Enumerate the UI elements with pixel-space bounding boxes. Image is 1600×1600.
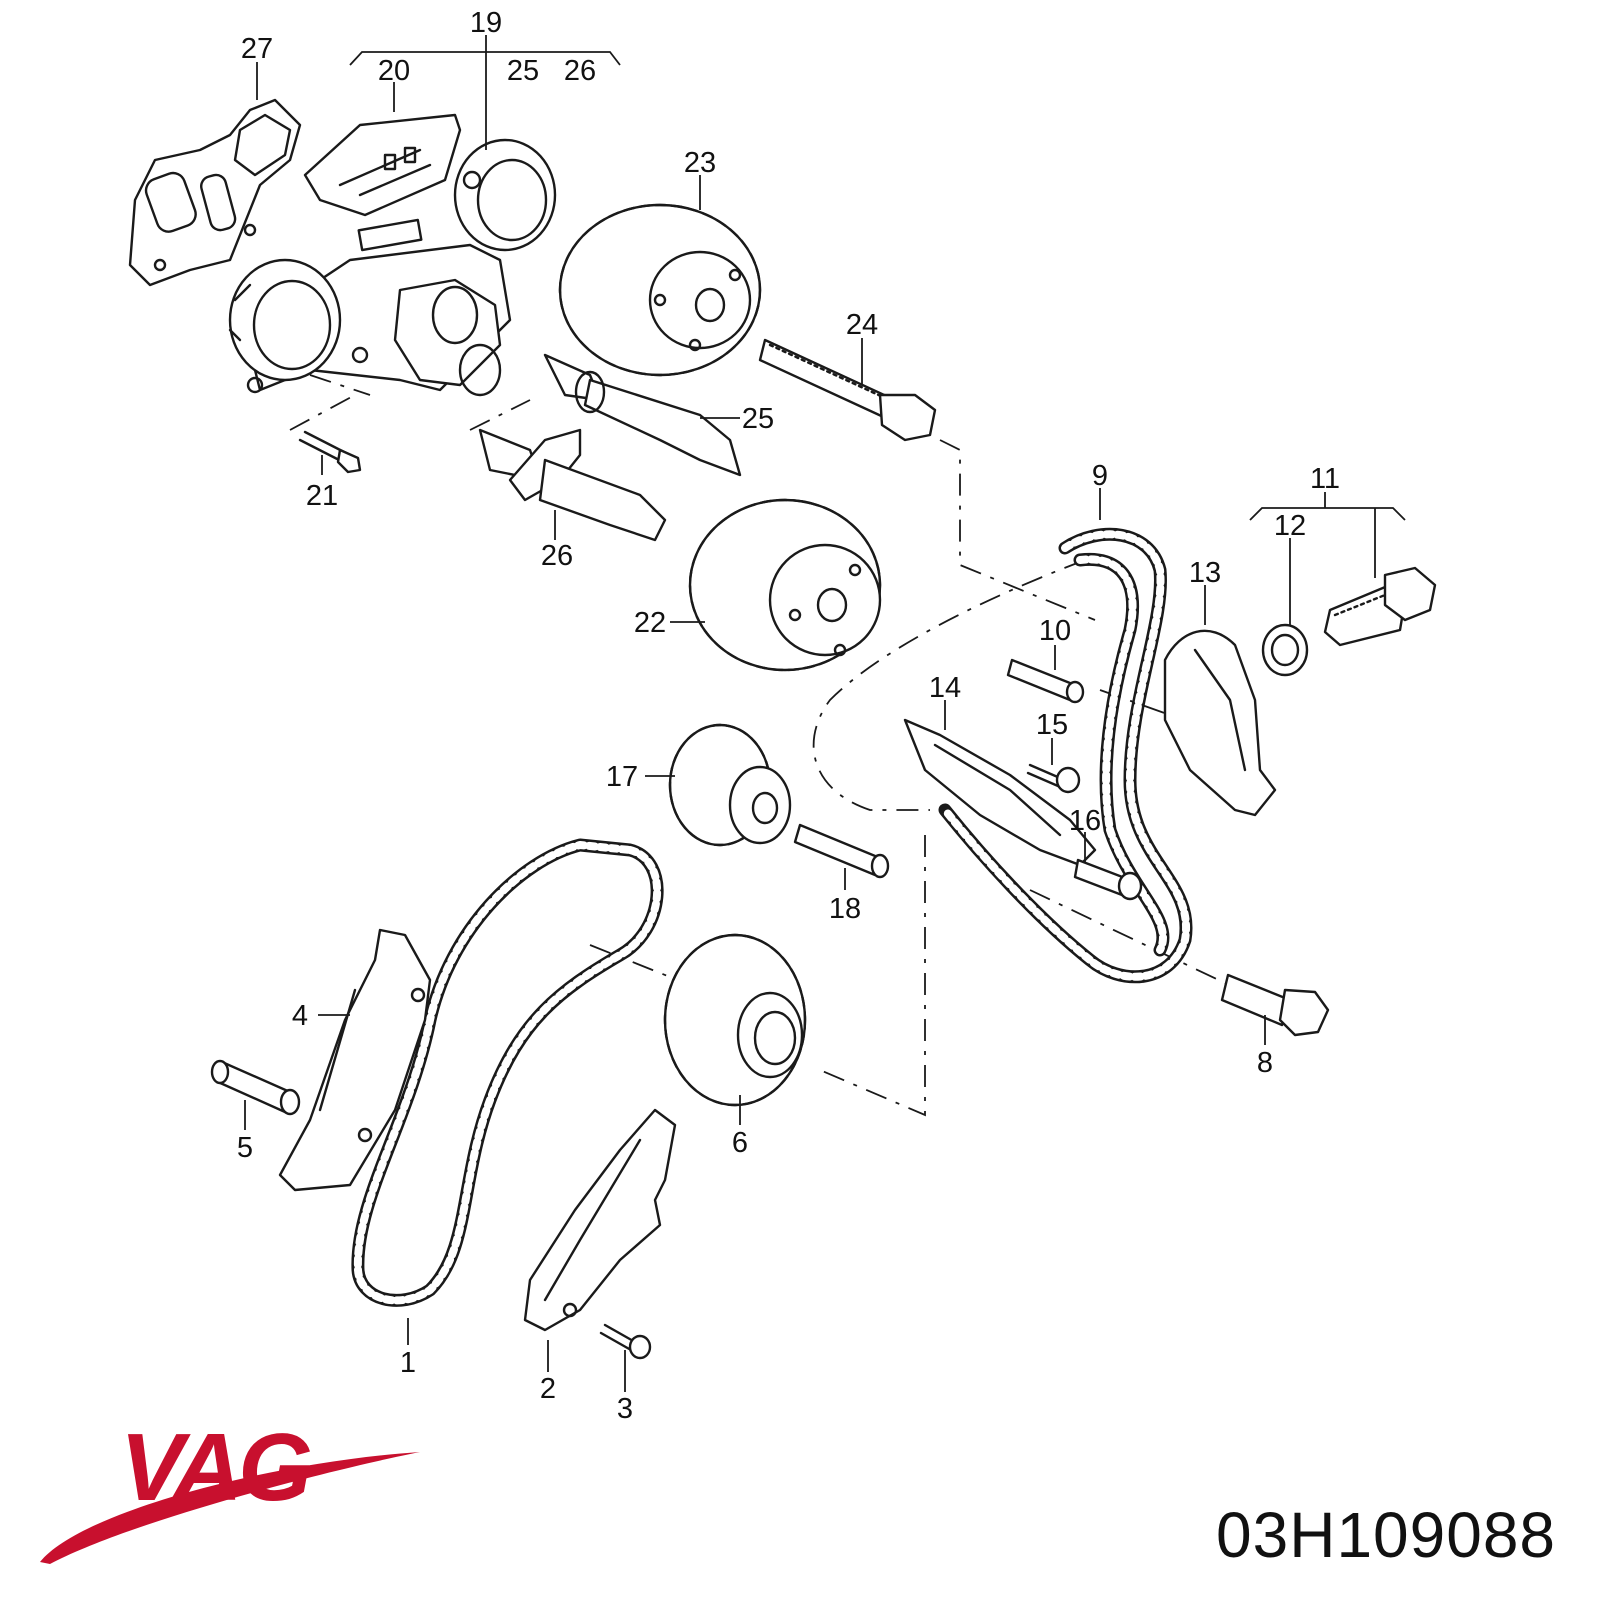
callout-15: 15 [1036, 709, 1068, 741]
part-27-gasket-plate [128, 98, 302, 287]
part-11-chain-tensioner [1323, 566, 1437, 647]
part-5-pin [210, 1059, 301, 1116]
part-1-timing-chain [351, 838, 664, 1307]
callout-19: 19 [470, 7, 502, 39]
part-12-sealing-ring [1261, 623, 1309, 677]
callout-3: 3 [617, 1393, 633, 1425]
part-17-sprocket [668, 723, 792, 847]
callout-labels: 27 19 20 25 26 23 24 25 21 26 22 9 11 12… [237, 7, 1340, 1425]
callout-14: 14 [929, 672, 961, 704]
callout-1: 1 [400, 1347, 416, 1379]
callout-5: 5 [237, 1132, 253, 1164]
part-13-tensioner-rail [1163, 629, 1277, 817]
part-26-solenoid-valve [478, 428, 667, 542]
part-22-camshaft-sprocket [688, 498, 882, 672]
callout-2: 2 [540, 1373, 556, 1405]
callout-26-group: 26 [564, 55, 596, 87]
part-9-timing-chain [938, 527, 1193, 984]
part-8-bolt [1220, 973, 1330, 1037]
callout-20: 20 [378, 55, 410, 87]
callout-17: 17 [606, 761, 638, 793]
part-4-guide-rail [278, 928, 432, 1192]
callout-13: 13 [1189, 557, 1221, 589]
part-2-tensioner-rail [523, 1108, 677, 1332]
part-24-central-bolt [758, 338, 937, 442]
part-25-solenoid-valve [543, 353, 742, 477]
callout-21: 21 [306, 480, 338, 512]
part-14-guide-rail [903, 718, 1097, 867]
part-6-crankshaft-sprocket [663, 933, 807, 1107]
vag-logo-icon: VAG [40, 1414, 420, 1564]
part-23-camshaft-sprocket [558, 203, 762, 377]
callout-10: 10 [1039, 615, 1071, 647]
callout-16: 16 [1069, 805, 1101, 837]
callout-25: 25 [742, 403, 774, 435]
part-10-pin [1006, 658, 1085, 704]
callout-22: 22 [634, 607, 666, 639]
leader-lines [244, 35, 1406, 1392]
part-3-bolt [599, 1323, 652, 1360]
part-16-bolt [1073, 858, 1143, 901]
callout-12: 12 [1274, 510, 1306, 542]
part-21-bolt [298, 430, 362, 474]
part-18-shaft [793, 823, 890, 879]
callout-4: 4 [292, 1000, 308, 1032]
callout-26: 26 [541, 540, 573, 572]
part-15-bolt [1026, 763, 1081, 794]
callout-9: 9 [1092, 460, 1108, 492]
callout-27: 27 [241, 33, 273, 65]
assembly-dash-lines [289, 374, 1251, 1117]
brand-name: VAG [120, 1414, 310, 1521]
callout-18: 18 [829, 893, 861, 925]
part-20-guide-rail [303, 113, 462, 217]
callout-24: 24 [846, 309, 878, 341]
callout-23: 23 [684, 147, 716, 179]
part-number: 03H109088 [1216, 1499, 1556, 1571]
callout-25-group: 25 [507, 55, 539, 87]
callout-6: 6 [732, 1127, 748, 1159]
part-19-camshaft-frame [228, 138, 557, 397]
callout-11: 11 [1310, 463, 1340, 495]
callout-8: 8 [1257, 1047, 1273, 1079]
